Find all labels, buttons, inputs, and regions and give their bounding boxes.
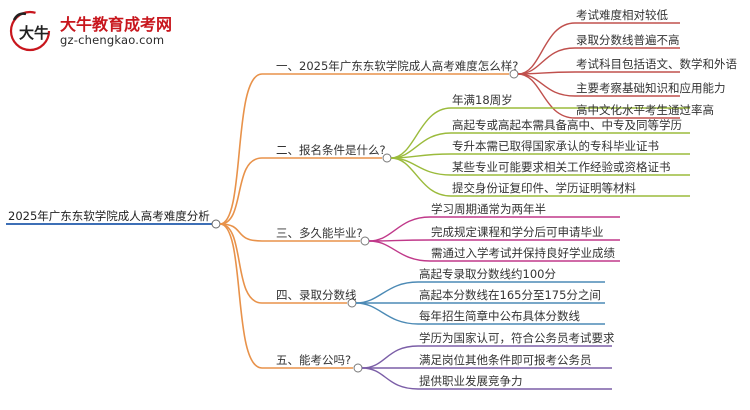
leaf-connector: [517, 22, 576, 75]
leaf-node[interactable]: 满足岗位其他条件即可报考公务员: [419, 353, 592, 367]
branch-connector: [219, 223, 263, 304]
leaf-node[interactable]: 提供职业发展竞争力: [419, 374, 523, 388]
leaf-node[interactable]: 高起本分数线在165分至175分之间: [419, 288, 601, 302]
leaf-node[interactable]: 考试难度相对较低: [576, 8, 668, 22]
leaf-node[interactable]: 完成规定课程和学分后可申请毕业: [431, 225, 604, 239]
root-node[interactable]: 2025年广东东软学院成人高考难度分析: [8, 209, 210, 223]
branch-node-2[interactable]: 二、报名条件是什么?: [276, 143, 386, 157]
site-logo[interactable]: 大牛 大牛教育成考网 gz-chengkao.com: [8, 8, 198, 54]
leaf-node[interactable]: 高中文化水平考生通过率高: [576, 103, 714, 117]
leaf-node[interactable]: 需通过入学考试并保持良好学业成绩: [431, 246, 615, 260]
leaf-connector: [517, 73, 576, 97]
branch-connector: [219, 223, 263, 369]
leaf-connector: [361, 367, 419, 390]
leaf-node[interactable]: 每年招生简章中公布具体分数线: [419, 309, 580, 323]
leaf-connector: [355, 302, 419, 325]
branch-connector: [219, 73, 263, 225]
leaf-node[interactable]: 主要考察基础知识和应用能力: [576, 81, 726, 95]
branch-node-1[interactable]: 一、2025年广东东软学院成人高考难度怎么样?: [276, 59, 519, 73]
branch-node-dot: [353, 363, 363, 373]
leaf-connector: [361, 345, 419, 369]
leaf-node[interactable]: 学历为国家认可，符合公务员考试要求: [419, 331, 615, 345]
logo-mark-icon: 大牛: [9, 10, 51, 52]
logo-mark-text: 大牛: [19, 24, 49, 42]
leaf-node[interactable]: 高起专录取分数线约100分: [419, 267, 556, 281]
branch-node-3[interactable]: 三、多久能毕业?: [276, 226, 363, 240]
logo-url: gz-chengkao.com: [60, 33, 165, 47]
leaf-node[interactable]: 年满18周岁: [452, 93, 513, 107]
leaf-node[interactable]: 考试科目包括语文、数学和外语: [576, 57, 737, 71]
leaf-connector: [368, 216, 431, 242]
leaf-connector: [368, 240, 431, 262]
leaf-node[interactable]: 高起专或高起本需具备高中、中专及同等学历: [452, 118, 682, 132]
leaf-node[interactable]: 提交身份证复印件、学历证明等材料: [452, 181, 636, 195]
leaf-node[interactable]: 录取分数线普遍不高: [576, 33, 680, 47]
leaf-connector: [390, 157, 452, 197]
root-node-dot: [211, 219, 221, 229]
leaf-connector: [517, 73, 576, 119]
leaf-node[interactable]: 某些专业可能要求相关工作经验或资格证书: [452, 160, 671, 174]
leaf-node[interactable]: 专升本需已取得国家承认的专科毕业证书: [452, 139, 659, 153]
leaf-connector: [390, 107, 452, 159]
leaf-connector: [355, 281, 419, 304]
logo-title: 大牛教育成考网: [60, 15, 173, 34]
leaf-connector: [517, 47, 576, 75]
branch-connector: [219, 223, 263, 242]
leaf-node[interactable]: 学习周期通常为两年半: [431, 202, 546, 216]
branch-connector: [219, 157, 263, 225]
branch-node-4[interactable]: 四、录取分数线: [276, 288, 357, 302]
branch-node-5[interactable]: 五、能考公吗?: [276, 353, 352, 367]
